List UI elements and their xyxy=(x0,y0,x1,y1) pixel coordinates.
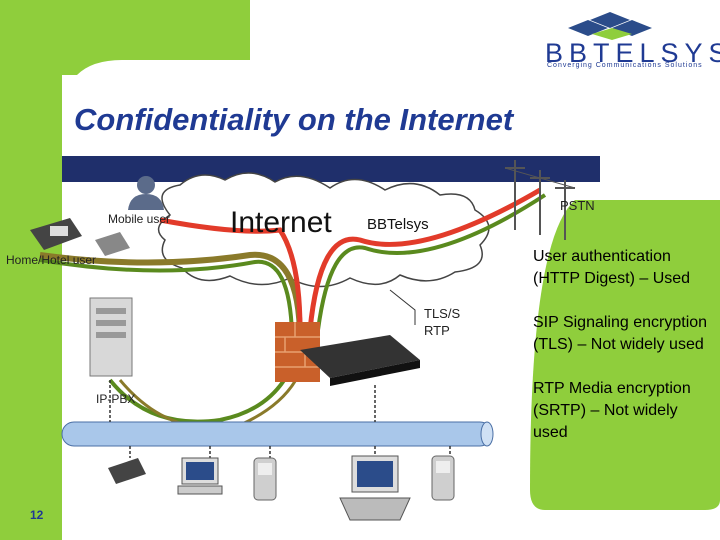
lan-computer-icon xyxy=(177,457,223,495)
label-internet: Internet xyxy=(230,206,332,239)
page-number: 12 xyxy=(30,508,44,522)
bullet-item: RTP Media encryption (SRTP) – Not widely… xyxy=(533,380,691,441)
lan-mobile2-icon xyxy=(431,455,455,501)
bullet-item: User authentication (HTTP Digest) – Used xyxy=(533,248,691,287)
lan-phone-icon xyxy=(108,458,146,484)
link-pstn-red xyxy=(307,187,542,331)
lan-mobile-icon xyxy=(253,457,277,501)
phone-adapter-icon xyxy=(95,232,130,256)
logo-name: BBTELSYS xyxy=(545,38,720,68)
link-home-to-firewall xyxy=(39,251,303,341)
link-pbx-green xyxy=(108,369,292,424)
label-bbtelsys: BBTelsys xyxy=(367,216,429,233)
person-icon xyxy=(128,176,164,210)
bullet-item: SIP Signaling encryption (TLS) – Not wid… xyxy=(533,314,708,353)
green-top-strip xyxy=(62,0,250,60)
right-green-panel xyxy=(530,200,720,510)
tls-callout-line xyxy=(389,289,416,325)
router-icon xyxy=(300,335,420,386)
link-mobile-red xyxy=(159,217,303,331)
label-pstn: PSTN xyxy=(560,198,595,213)
lan-bus xyxy=(61,421,494,447)
ip-pbx-server-icon xyxy=(89,297,133,377)
label-tls-line1: TLS/S xyxy=(424,306,461,321)
link-pstn-green xyxy=(316,193,547,331)
label-ip-pbx: IP-PBX xyxy=(96,392,136,406)
logo-mark-icon xyxy=(568,12,652,40)
desk-phone-icon xyxy=(30,218,82,250)
pstn-poles xyxy=(504,160,576,240)
logo-tagline: Converging Communications Solutions xyxy=(547,62,703,69)
label-home-hotel-user: Home/Hotel user xyxy=(6,253,97,267)
bullet-list: User authentication (HTTP Digest) – Used… xyxy=(533,246,715,466)
link-home-green xyxy=(39,258,294,336)
label-tls-line2: RTP xyxy=(424,323,450,338)
lan-workstation-icon xyxy=(339,455,411,521)
page-title: Confidentiality on the Internet xyxy=(74,102,514,137)
label-mobile-user: Mobile user xyxy=(108,212,171,226)
